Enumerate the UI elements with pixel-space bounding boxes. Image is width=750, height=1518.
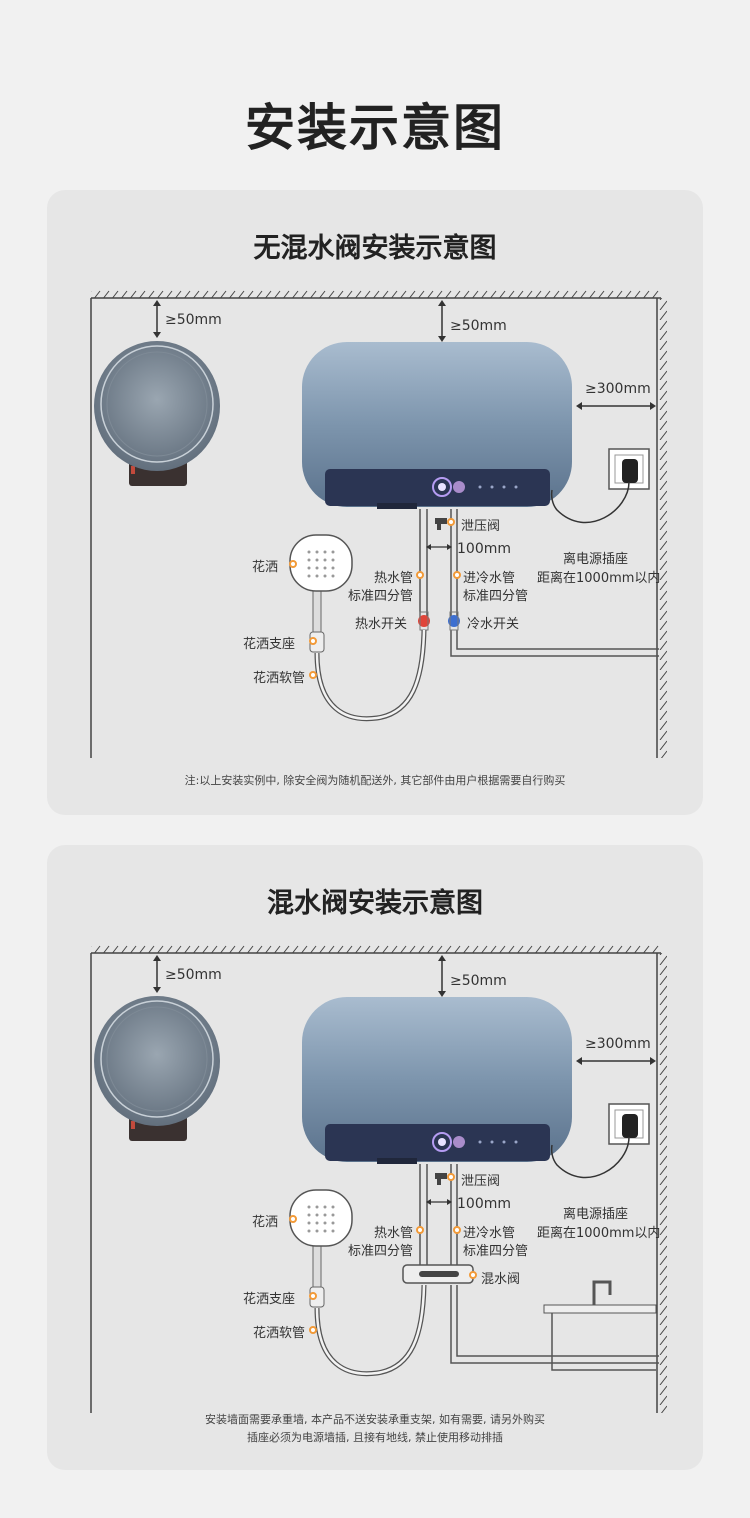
shower-head-label: 花洒 bbox=[252, 560, 279, 575]
heater-side-view bbox=[94, 996, 220, 1141]
hot-pipe-label: 热水管 bbox=[373, 571, 413, 586]
cold-pipe-label: 进冷水管 bbox=[463, 571, 516, 586]
heater-front-view bbox=[302, 342, 572, 509]
side-clearance-arrow bbox=[153, 300, 161, 338]
page-title: 安装示意图 bbox=[245, 99, 505, 157]
right-clearance-label: ≥300mm bbox=[585, 1036, 651, 1052]
diagram-card-no-mixing-valve: 无混水阀安装示意图 bbox=[47, 190, 703, 815]
hot-pipe-sub-label: 标准四分管 bbox=[347, 589, 413, 604]
shower-hose-label: 花洒软管 bbox=[253, 1326, 306, 1341]
top-clearance-label: ≥50mm bbox=[450, 973, 507, 989]
water-pipes bbox=[419, 1164, 659, 1364]
top-clearance-arrow bbox=[438, 955, 446, 997]
shower-hose-label: 花洒软管 bbox=[253, 671, 306, 686]
side-clearance-label: ≥50mm bbox=[165, 967, 222, 983]
heater-side-view bbox=[94, 341, 220, 486]
relief-valve-label: 泄压阀 bbox=[461, 519, 501, 534]
power-socket bbox=[550, 1103, 650, 1179]
diagram-title: 混水阀安装示意图 bbox=[267, 888, 483, 919]
mixing-valve-label: 混水阀 bbox=[481, 1272, 521, 1287]
installation-diagram bbox=[90, 290, 667, 758]
relief-valve bbox=[435, 518, 447, 530]
socket-distance-line1: 离电源插座 bbox=[563, 552, 629, 567]
cold-pipe-sub-label: 标准四分管 bbox=[463, 589, 529, 604]
pipe-spacing-label: 100mm bbox=[457, 541, 511, 557]
relief-valve bbox=[435, 1173, 447, 1185]
shower-head bbox=[289, 1189, 353, 1308]
shower-head-label: 花洒 bbox=[252, 1215, 279, 1230]
cold-pipe-label: 进冷水管 bbox=[463, 1226, 516, 1241]
top-clearance-label: ≥50mm bbox=[450, 318, 507, 334]
socket-distance-line2: 距离在1000mm以内 bbox=[537, 1226, 661, 1241]
side-clearance-label: ≥50mm bbox=[165, 312, 222, 328]
side-clearance-arrow bbox=[153, 955, 161, 993]
hot-pipe-sub-label: 标准四分管 bbox=[347, 1244, 413, 1259]
diagram-note-line2: 插座必须为电源墙插, 且接有地线, 禁止使用移动排插 bbox=[247, 1431, 503, 1444]
relief-valve-label: 泄压阀 bbox=[461, 1174, 501, 1189]
cold-switch-label: 冷水开关 bbox=[467, 617, 520, 632]
right-clearance-arrow bbox=[576, 1057, 656, 1065]
installation-diagram bbox=[90, 945, 667, 1413]
power-socket bbox=[550, 448, 650, 524]
wall-outline bbox=[90, 290, 667, 758]
hot-water-valve bbox=[418, 611, 430, 631]
socket-distance-line2: 距离在1000mm以内 bbox=[537, 571, 661, 586]
shower-holder-label: 花洒支座 bbox=[243, 637, 296, 652]
sink-with-faucet bbox=[543, 1280, 657, 1371]
diagram-card-with-mixing-valve: 混水阀安装示意图 bbox=[47, 845, 703, 1470]
right-clearance-arrow bbox=[576, 402, 656, 410]
right-clearance-label: ≥300mm bbox=[585, 381, 651, 397]
callout-markers bbox=[289, 1173, 477, 1334]
wall-outline bbox=[90, 945, 667, 1413]
diagram-title: 无混水阀安装示意图 bbox=[253, 233, 497, 264]
cold-water-valve bbox=[448, 611, 460, 631]
pipe-spacing-arrow bbox=[426, 544, 452, 550]
pipe-spacing-label: 100mm bbox=[457, 1196, 511, 1212]
heater-front-view bbox=[302, 997, 572, 1164]
hot-switch-label: 热水开关 bbox=[354, 617, 407, 632]
mixing-valve bbox=[402, 1264, 474, 1284]
callout-markers bbox=[289, 518, 461, 679]
hot-pipe-label: 热水管 bbox=[373, 1226, 413, 1241]
shower-holder-label: 花洒支座 bbox=[243, 1292, 296, 1307]
cold-pipe-sub-label: 标准四分管 bbox=[463, 1244, 529, 1259]
pipe-spacing-arrow bbox=[426, 1199, 452, 1205]
diagram-note-line1: 安装墙面需要承重墙, 本产品不送安装承重支架, 如有需要, 请另外购买 bbox=[205, 1413, 545, 1426]
water-pipes bbox=[419, 509, 659, 657]
socket-distance-line1: 离电源插座 bbox=[563, 1207, 629, 1222]
diagram-note: 注:以上安装实例中, 除安全阀为随机配送外, 其它部件由用户根据需要自行购买 bbox=[184, 774, 566, 787]
top-clearance-arrow bbox=[438, 300, 446, 342]
